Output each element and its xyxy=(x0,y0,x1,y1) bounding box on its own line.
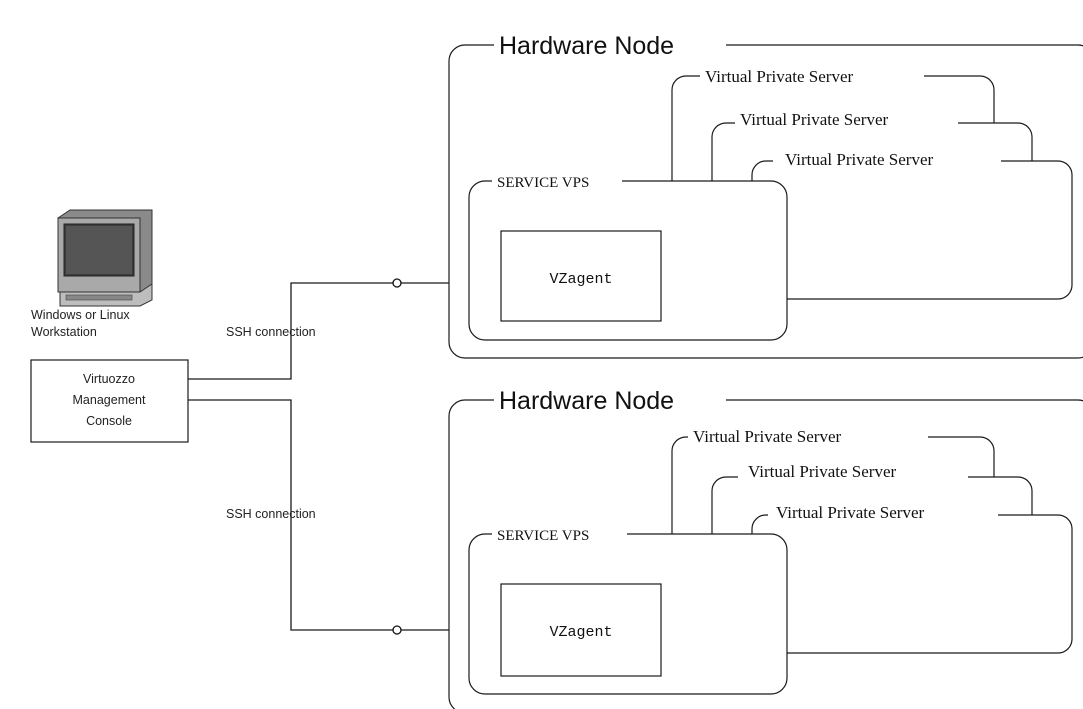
computer-icon xyxy=(57,209,153,307)
svg-text:Virtual Private Server: Virtual Private Server xyxy=(693,427,841,446)
service-vps: SERVICE VPS VZagent xyxy=(468,524,788,695)
svg-text:Virtual Private Server: Virtual Private Server xyxy=(785,150,933,169)
hardware-node-title: Hardware Node xyxy=(499,387,674,415)
hardware-node-1: Hardware Node Virtual Private Server Vir… xyxy=(448,30,1083,359)
svg-text:Virtual Private Server: Virtual Private Server xyxy=(740,110,888,129)
console-line3: Console xyxy=(86,414,132,428)
svg-text:SERVICE VPS: SERVICE VPS xyxy=(497,528,589,544)
svg-text:Virtual Private Server: Virtual Private Server xyxy=(748,462,896,481)
vzagent-label: VZagent xyxy=(549,271,612,288)
workstation-label-line2: Workstation xyxy=(31,325,97,339)
virtual-private-server: Virtual Private Server xyxy=(751,148,1073,300)
hardware-node-title: Hardware Node xyxy=(499,32,674,60)
service-vps: SERVICE VPS VZagent xyxy=(468,170,788,341)
svg-text:Virtual Private Server: Virtual Private Server xyxy=(776,503,924,522)
ssh-connection-label-2: SSH connection xyxy=(226,507,316,521)
vzagent-box xyxy=(500,583,662,677)
vzagent-label: VZagent xyxy=(549,624,612,641)
ssh-connection-label-1: SSH connection xyxy=(226,325,316,339)
workstation-label-line1: Windows or Linux xyxy=(31,308,130,322)
svg-text:SERVICE VPS: SERVICE VPS xyxy=(497,175,589,191)
console-line2: Management xyxy=(73,393,146,407)
management-console-box xyxy=(30,359,189,443)
hardware-node-2: Hardware Node Virtual Private Server Vir… xyxy=(448,385,1083,709)
virtual-private-server: Virtual Private Server xyxy=(751,502,1073,654)
console-line1: Virtuozzo xyxy=(83,372,135,386)
vzagent-box xyxy=(500,230,662,322)
svg-text:Virtual Private Server: Virtual Private Server xyxy=(705,67,853,86)
